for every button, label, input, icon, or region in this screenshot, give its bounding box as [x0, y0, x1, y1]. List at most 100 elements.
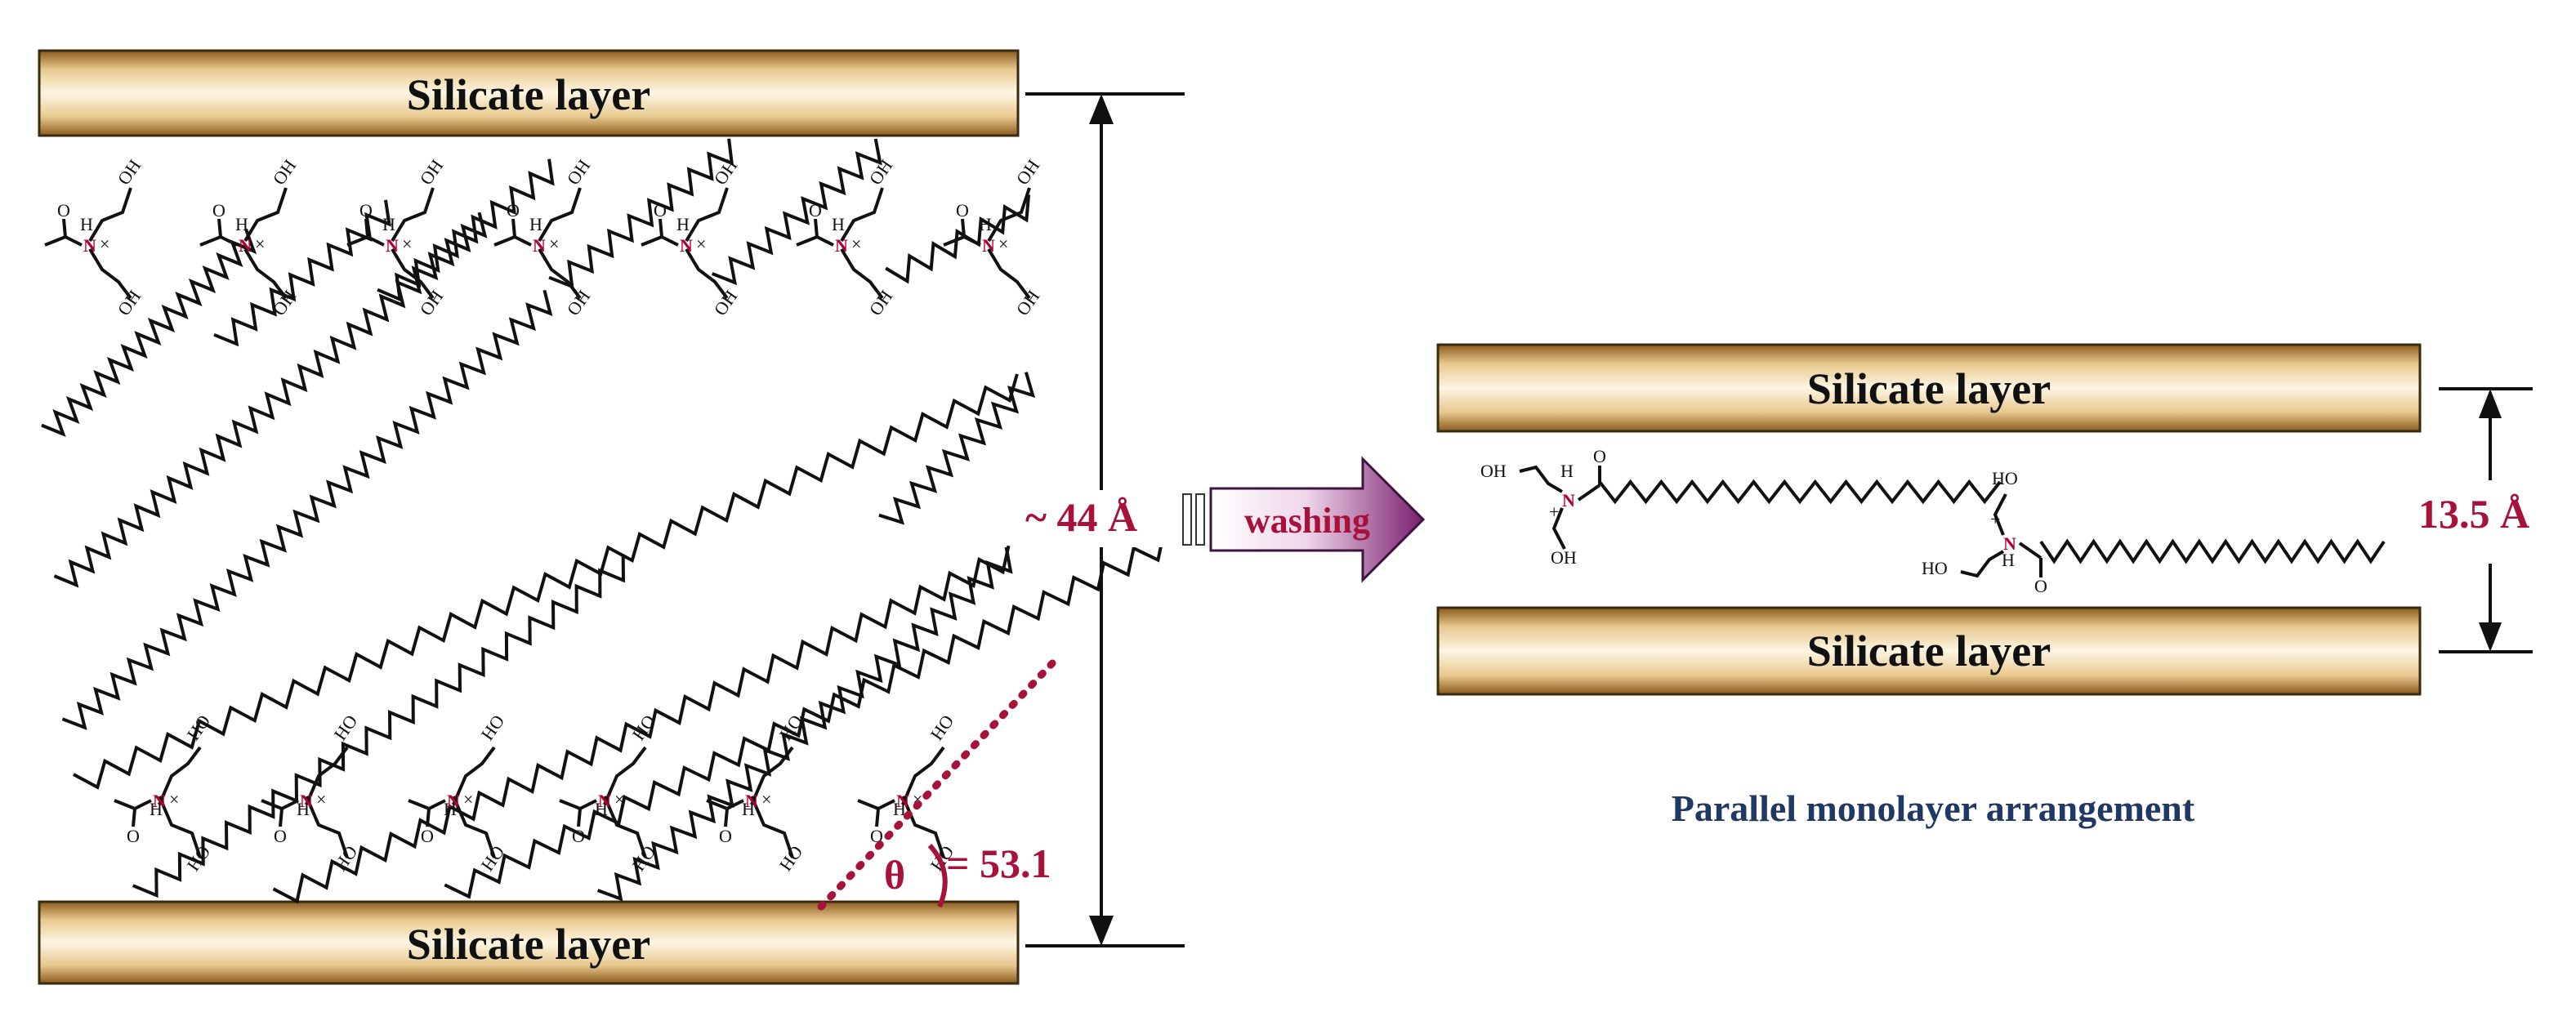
charge-mark: + [1990, 509, 2000, 529]
alkyl-chain [596, 546, 1013, 902]
hydroxyl: OH [269, 155, 301, 188]
hydroxyl: OH [865, 155, 897, 188]
hydroxyl: OH [416, 155, 448, 188]
silicate-layer-label: Silicate layer [1807, 626, 2051, 675]
carbonyl-o: O [359, 200, 373, 221]
alkyl-chain [1598, 479, 2002, 505]
hydroxyl: HO [330, 711, 362, 743]
charge-mark: × [169, 789, 179, 809]
tilt-angle-indicator: θ = 53.1 [817, 658, 1058, 911]
nitrogen: N [2003, 533, 2016, 554]
hydroxyl: OH [1012, 155, 1044, 188]
after-panel: Silicate layer Silicate layer OH OH H N+ O HO… [1436, 343, 2533, 829]
hydroxyl: OH [1551, 547, 1577, 568]
alkyl-chain [885, 194, 1031, 284]
headgroups-bottom: OHN×HOHOOHN×HOHOOHN×HOHOOHN×HOHOOHN×HOHO… [114, 711, 958, 875]
silicate-layer-label: Silicate layer [1807, 364, 2051, 413]
hydroxyl: HO [775, 841, 807, 874]
alkyl-chain [711, 138, 882, 286]
amide-h: H [235, 214, 248, 234]
charge-mark: × [402, 234, 412, 254]
amide-h: H [382, 214, 395, 234]
alkyl-chain [53, 212, 488, 588]
carbonyl-o: O [1593, 446, 1606, 466]
carbonyl-o: O [809, 200, 822, 221]
angle-value: = 53.1 [946, 840, 1051, 886]
charge-mark: × [255, 234, 265, 254]
carbonyl-o: O [212, 200, 225, 221]
nitrogen: N [598, 791, 611, 811]
alkyl-chain [61, 289, 553, 730]
alkyl-chain [132, 555, 626, 898]
washing-arrow: washing [1182, 456, 1426, 583]
alkyl-chain [72, 373, 1019, 790]
silicate-layer-bottom-right: Silicate layer [1436, 606, 2422, 696]
amide-h: H [1560, 461, 1574, 481]
nitrogen: N [982, 235, 995, 256]
nitrogen: N [153, 791, 166, 811]
silicate-layer-top-right: Silicate layer [1436, 343, 2422, 433]
hydroxyl: HO [183, 841, 215, 874]
alkyl-chain [444, 533, 1166, 899]
hydroxyl: OH [710, 155, 742, 188]
alkyl-chain [548, 138, 734, 289]
amide-h: H [529, 214, 542, 234]
hydroxyl: HO [926, 711, 958, 743]
charge-mark: × [696, 234, 706, 254]
nitrogen: N [300, 791, 313, 811]
nitrogen: N [386, 235, 399, 256]
nitrogen: N [896, 791, 909, 811]
amide-h: H [80, 214, 93, 234]
charge-mark: × [614, 789, 624, 809]
alkyl-chain [272, 545, 1011, 904]
hydroxyl: OH [1480, 461, 1507, 481]
amide-h: H [979, 214, 992, 234]
charge-mark: × [463, 789, 473, 809]
silicate-layer-label: Silicate layer [407, 70, 650, 119]
nitrogen: N [447, 791, 460, 811]
nitrogen: N [680, 235, 693, 256]
hydroxyl: OH [563, 155, 595, 188]
hydroxyl: OH [865, 286, 897, 319]
alkyl-chain [878, 372, 1036, 525]
amide-h: H [742, 799, 755, 819]
hydroxyl: HO [1992, 468, 2018, 488]
charge-mark: × [100, 234, 109, 254]
hydroxyl: HO [477, 841, 509, 874]
carbonyl-o: O [572, 826, 585, 846]
carbonyl-o: O [2034, 576, 2047, 596]
amide-h: H [595, 799, 608, 819]
nitrogen: N [239, 235, 252, 256]
washing-label: washing [1244, 501, 1370, 541]
amide-h: H [676, 214, 690, 234]
silicate-layer-top-left: Silicate layer [38, 49, 1020, 137]
carbonyl-o: O [719, 826, 732, 846]
hydroxyl: OH [563, 286, 595, 319]
amide-h: H [150, 799, 163, 819]
before-panel: Silicate layer Silicate layer OHN×OHOHOH… [38, 49, 1185, 985]
alkyl-chain [2039, 538, 2386, 564]
hydroxyl: OH [710, 286, 742, 319]
angle-symbol: θ [884, 852, 905, 898]
amide-h: H [297, 799, 310, 819]
alkyl-chain [377, 158, 555, 302]
amide-h: H [832, 214, 845, 234]
nitrogen: N [745, 791, 758, 811]
hydroxyl: OH [1012, 286, 1044, 319]
charge-mark: × [761, 789, 771, 809]
alkyl-chains-tilted [41, 138, 1166, 904]
nitrogen: N [533, 235, 546, 256]
